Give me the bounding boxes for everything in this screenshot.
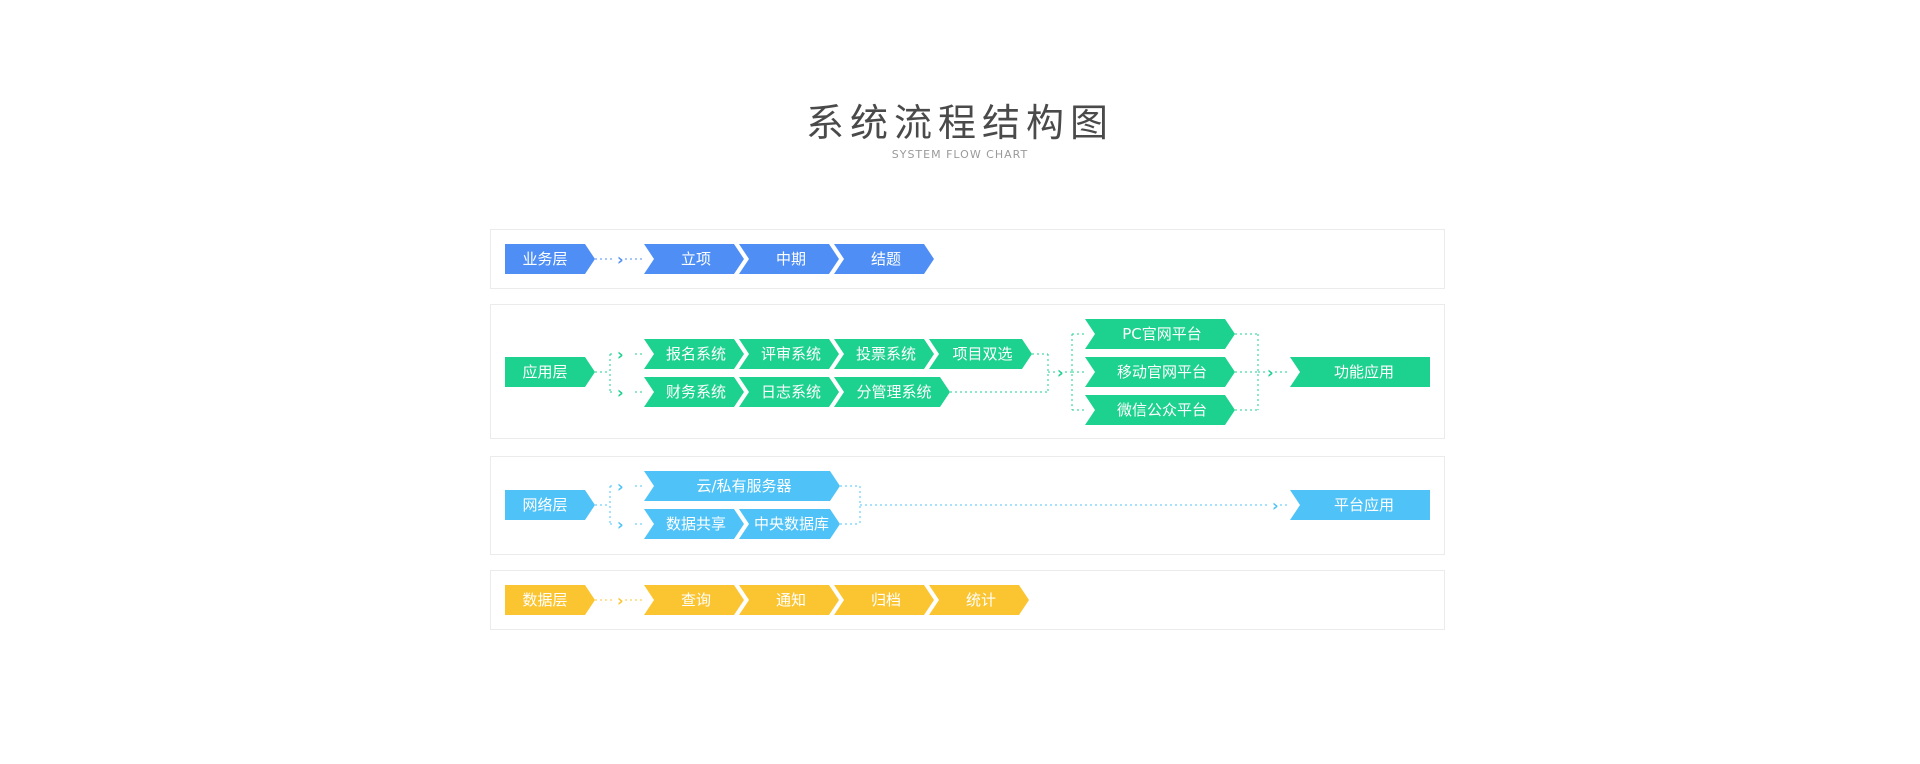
chevron-right-icon: › [617,591,624,610]
network-layer-label: 网络层 [505,490,595,520]
chevron-right-icon: › [617,515,624,534]
chevron-right-icon: › [617,477,624,496]
data-layer-label: 数据层 [505,585,595,615]
application-system: 分管理系统 [834,377,950,407]
chevron-right-icon: › [617,345,624,364]
application-platform: 移动官网平台 [1085,357,1235,387]
business-layer-panel [490,229,1445,289]
application-system: 日志系统 [739,377,839,407]
chevron-right-icon: › [617,383,624,402]
application-system: 项目双选 [929,339,1032,369]
network-node: 数据共享 [644,509,744,539]
application-system: 投票系统 [834,339,934,369]
page-title: 系统流程结构图 [805,101,1114,145]
application-result: 功能应用 [1290,357,1430,387]
chevron-right-icon: › [1057,363,1064,382]
business-step: 中期 [739,244,839,274]
application-system: 报名系统 [644,339,744,369]
network-result: 平台应用 [1290,490,1430,520]
business-layer-label: 业务层 [505,244,595,274]
data-step: 通知 [739,585,839,615]
application-platform: PC官网平台 [1085,319,1235,349]
business-step: 结题 [834,244,934,274]
application-system: 评审系统 [739,339,839,369]
chevron-right-icon: › [1267,363,1274,382]
business-step: 立项 [644,244,744,274]
chevron-right-icon: › [1272,496,1279,515]
data-step: 统计 [929,585,1029,615]
application-layer-label: 应用层 [505,357,595,387]
page-subtitle: SYSTEM FLOW CHART [891,148,1029,161]
data-step: 查询 [644,585,744,615]
network-node: 云/私有服务器 [644,471,840,501]
network-node: 中央数据库 [739,509,840,539]
data-step: 归档 [834,585,934,615]
application-platform: 微信公众平台 [1085,395,1235,425]
chevron-right-icon: › [617,250,624,269]
application-system: 财务系统 [644,377,744,407]
